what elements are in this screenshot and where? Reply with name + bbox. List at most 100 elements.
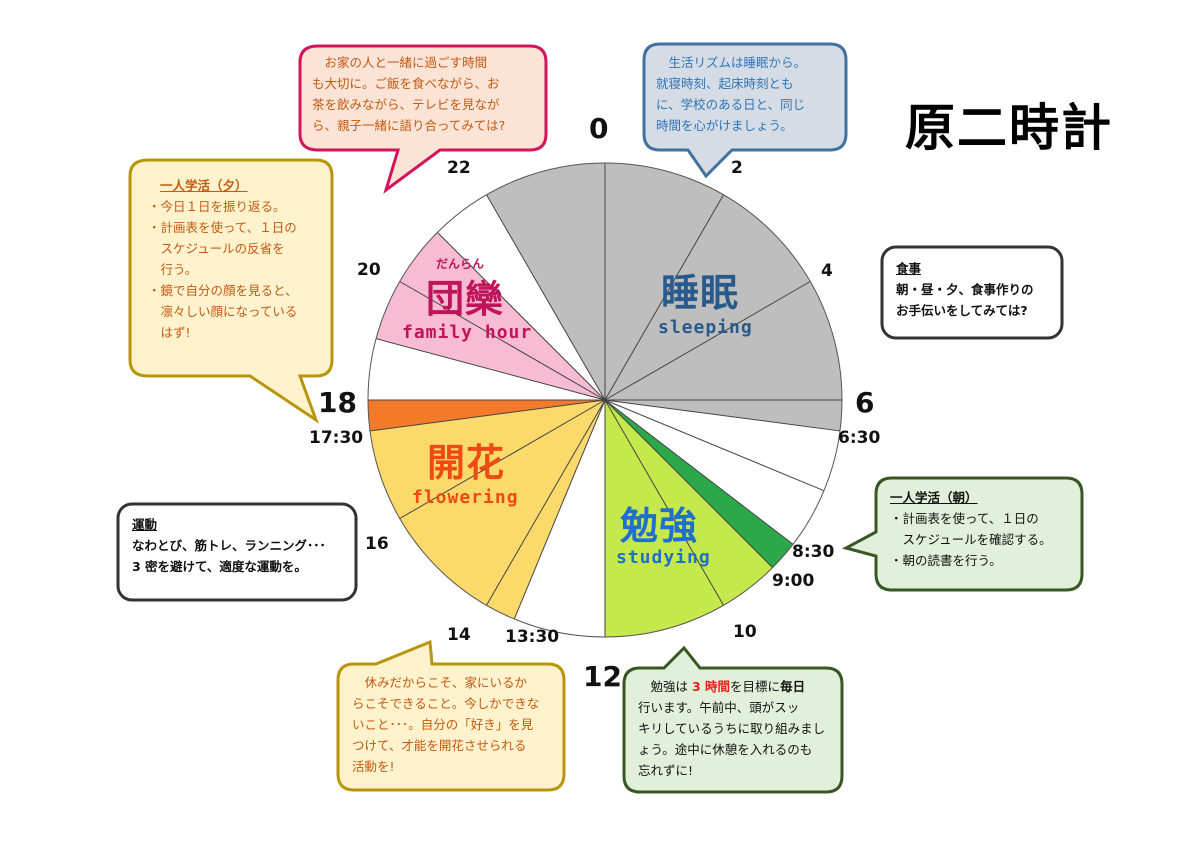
bubble-line: も大切に。ご飯を食べながら、お (312, 76, 500, 91)
hour-label-minor: 8:30 (792, 542, 835, 562)
wedge-free-1 (605, 400, 840, 545)
bubble-study-line1: 勉強は 3 時間を目標に毎日 (638, 676, 842, 697)
label-sleeping-jp: 睡眠 (661, 271, 740, 315)
wedge-flowering (370, 400, 605, 619)
bubble-sleep-shape (642, 42, 848, 179)
hour-label-minor: 13:30 (505, 627, 560, 647)
bubble-line: 忘れずに! (638, 763, 694, 778)
hour-label-major: 0 (589, 112, 609, 145)
bubble-line: 茶を飲みながら、テレビを見なが (312, 97, 500, 112)
divider-line (375, 338, 606, 401)
bubble-line: はず! (148, 325, 191, 340)
hour-label-minor: 10 (733, 622, 757, 642)
hour-label-minor: 14 (447, 625, 471, 645)
bubble-line: ょう。途中に休憩を入れるのも (638, 742, 813, 757)
bubble-heading: 運動 (132, 517, 158, 532)
label-flowering-en: flowering (412, 487, 519, 508)
hour-label-minor: 6:30 (838, 428, 881, 448)
bubble-exercise-shape (116, 502, 358, 602)
bubble-study-shape (622, 645, 844, 794)
label-flowering-jp: 開花 (427, 441, 506, 485)
bubble-line: 行う。 (148, 262, 198, 277)
bubble-line: お家の人と一緒に過ごす時間 (312, 55, 488, 70)
hour-label-minor: 4 (821, 261, 833, 281)
bubble-line: 3 密を避けて、適度な運動を。 (132, 559, 307, 574)
divider-line (399, 399, 606, 519)
bubble-line: ・鏡で自分の顔を見ると、 (148, 283, 298, 298)
divider-line (604, 399, 825, 492)
bubble-line: 朝・昼・夕、食事作りの (896, 282, 1034, 297)
bubble-line: 行います。午前中、頭がスッ (638, 700, 800, 715)
wedge-free-4 (514, 400, 605, 637)
label-family-en: family hour (402, 322, 533, 343)
divider-line (486, 194, 606, 401)
bubble-line: スケジュールを確認する。 (890, 532, 1052, 547)
bubble-meal-text: 食事 朝・昼・夕、食事作りの お手伝いをしてみては? (896, 258, 1061, 321)
bubble-line: スケジュールの反省を (148, 241, 285, 256)
bubble-line: ・今日１日を振り返る。 (148, 199, 286, 214)
bubble-exercise-text: 運動 なわとび、筋トレ、ランニング･･･ 3 密を避けて、適度な運動を。 (132, 514, 354, 577)
bubble-line: ・計画表を使って、１日の (890, 511, 1039, 526)
bubble-line: に、学校のある日と、同じ (656, 97, 806, 112)
bubble-line: 活動を! (352, 759, 395, 774)
clock-dividers (368, 163, 842, 637)
wedge-family-hour (376, 232, 605, 400)
hour-label-minor: 17:30 (309, 428, 364, 448)
bubble-text-part: を目標に (730, 679, 781, 694)
bubble-line: ら、親子一緒に語り合ってみては? (312, 118, 506, 133)
divider-line (604, 399, 794, 545)
bubble-text-part: 勉強は (638, 679, 692, 694)
bubble-heading: 一人学活（夕） (160, 178, 248, 193)
wedge-free-2 (605, 400, 794, 568)
label-studying-jp: 勉強 (620, 504, 699, 548)
bubble-line: キリしているうちに取り組みまし (638, 721, 826, 736)
bubble-heading: 一人学活（朝） (890, 490, 978, 505)
hour-label-minor: 22 (447, 158, 471, 178)
bubble-morning-shape (841, 476, 1084, 592)
bubble-evening-text: 一人学活（夕） ・今日１日を振り返る。 ・計画表を使って、１日の スケジュールの… (148, 175, 328, 343)
bubble-flower-shape (336, 639, 566, 792)
bubble-family-text: お家の人と一緒に過ごす時間 も大切に。ご飯を食べながら、お 茶を飲みながら、テレ… (312, 52, 542, 136)
bubble-line: ・計画表を使って、１日の (148, 220, 297, 235)
bubble-line: つけて、才能を開花させられる (352, 738, 527, 753)
hour-label-minor: 16 (365, 534, 389, 554)
bubble-study-text: 勉強は 3 時間を目標に毎日 行います。午前中、頭がスッ キリしているうちに取り… (638, 676, 842, 781)
clock-wedges (368, 163, 842, 637)
hour-label-minor: 20 (357, 260, 381, 280)
bubble-line: お手伝いをしてみては? (896, 303, 1028, 318)
hour-label-minor: 2 (731, 158, 743, 178)
divider-line (604, 399, 841, 432)
wedge-studying (605, 400, 773, 637)
hour-label-minor: 9:00 (772, 571, 815, 591)
hour-label-major: 6 (855, 386, 875, 419)
bubble-meal-shape (880, 245, 1064, 340)
hour-label-major: 12 (583, 660, 622, 693)
hour-label-major: 18 (318, 386, 357, 419)
bubble-bold: 毎日 (780, 679, 806, 694)
bubble-heading: 食事 (896, 261, 922, 276)
page-title: 原二時計 (905, 99, 1113, 157)
label-family-jp: 団欒 (426, 277, 505, 321)
divider-line (486, 399, 606, 606)
divider-line (604, 399, 724, 606)
bubble-flower-text: 休みだからこそ、家にいるか らこそできること。今しかできな いこと･･･。自分の… (352, 672, 562, 777)
divider-line (513, 399, 606, 620)
clock-rim (367, 162, 843, 638)
wedge-free-7 (368, 338, 605, 400)
divider-line (604, 281, 811, 401)
label-studying-en: studying (616, 547, 711, 568)
bubble-line: 時間を心がけましょう。 (656, 118, 793, 133)
bubble-line: 就寝時刻、起床時刻とも (656, 76, 794, 91)
divider-line (369, 399, 606, 432)
bubble-sleep-text: 生活リズムは睡眠から。 就寝時刻、起床時刻とも に、学校のある日と、同じ 時間を… (656, 52, 846, 136)
label-family-ruby: だんらん (436, 257, 485, 271)
bubble-evening-shape (128, 158, 334, 424)
label-sleeping-en: sleeping (658, 317, 753, 338)
divider-line (399, 281, 606, 401)
wedge-free-9 (437, 194, 605, 400)
bubble-line: 休みだからこそ、家にいるか (352, 675, 528, 690)
divider-line (604, 399, 773, 568)
bubble-line: ・朝の読書を行う。 (890, 553, 1002, 568)
bubble-line: なわとび、筋トレ、ランニング･･･ (132, 538, 326, 553)
divider-line (437, 232, 606, 401)
